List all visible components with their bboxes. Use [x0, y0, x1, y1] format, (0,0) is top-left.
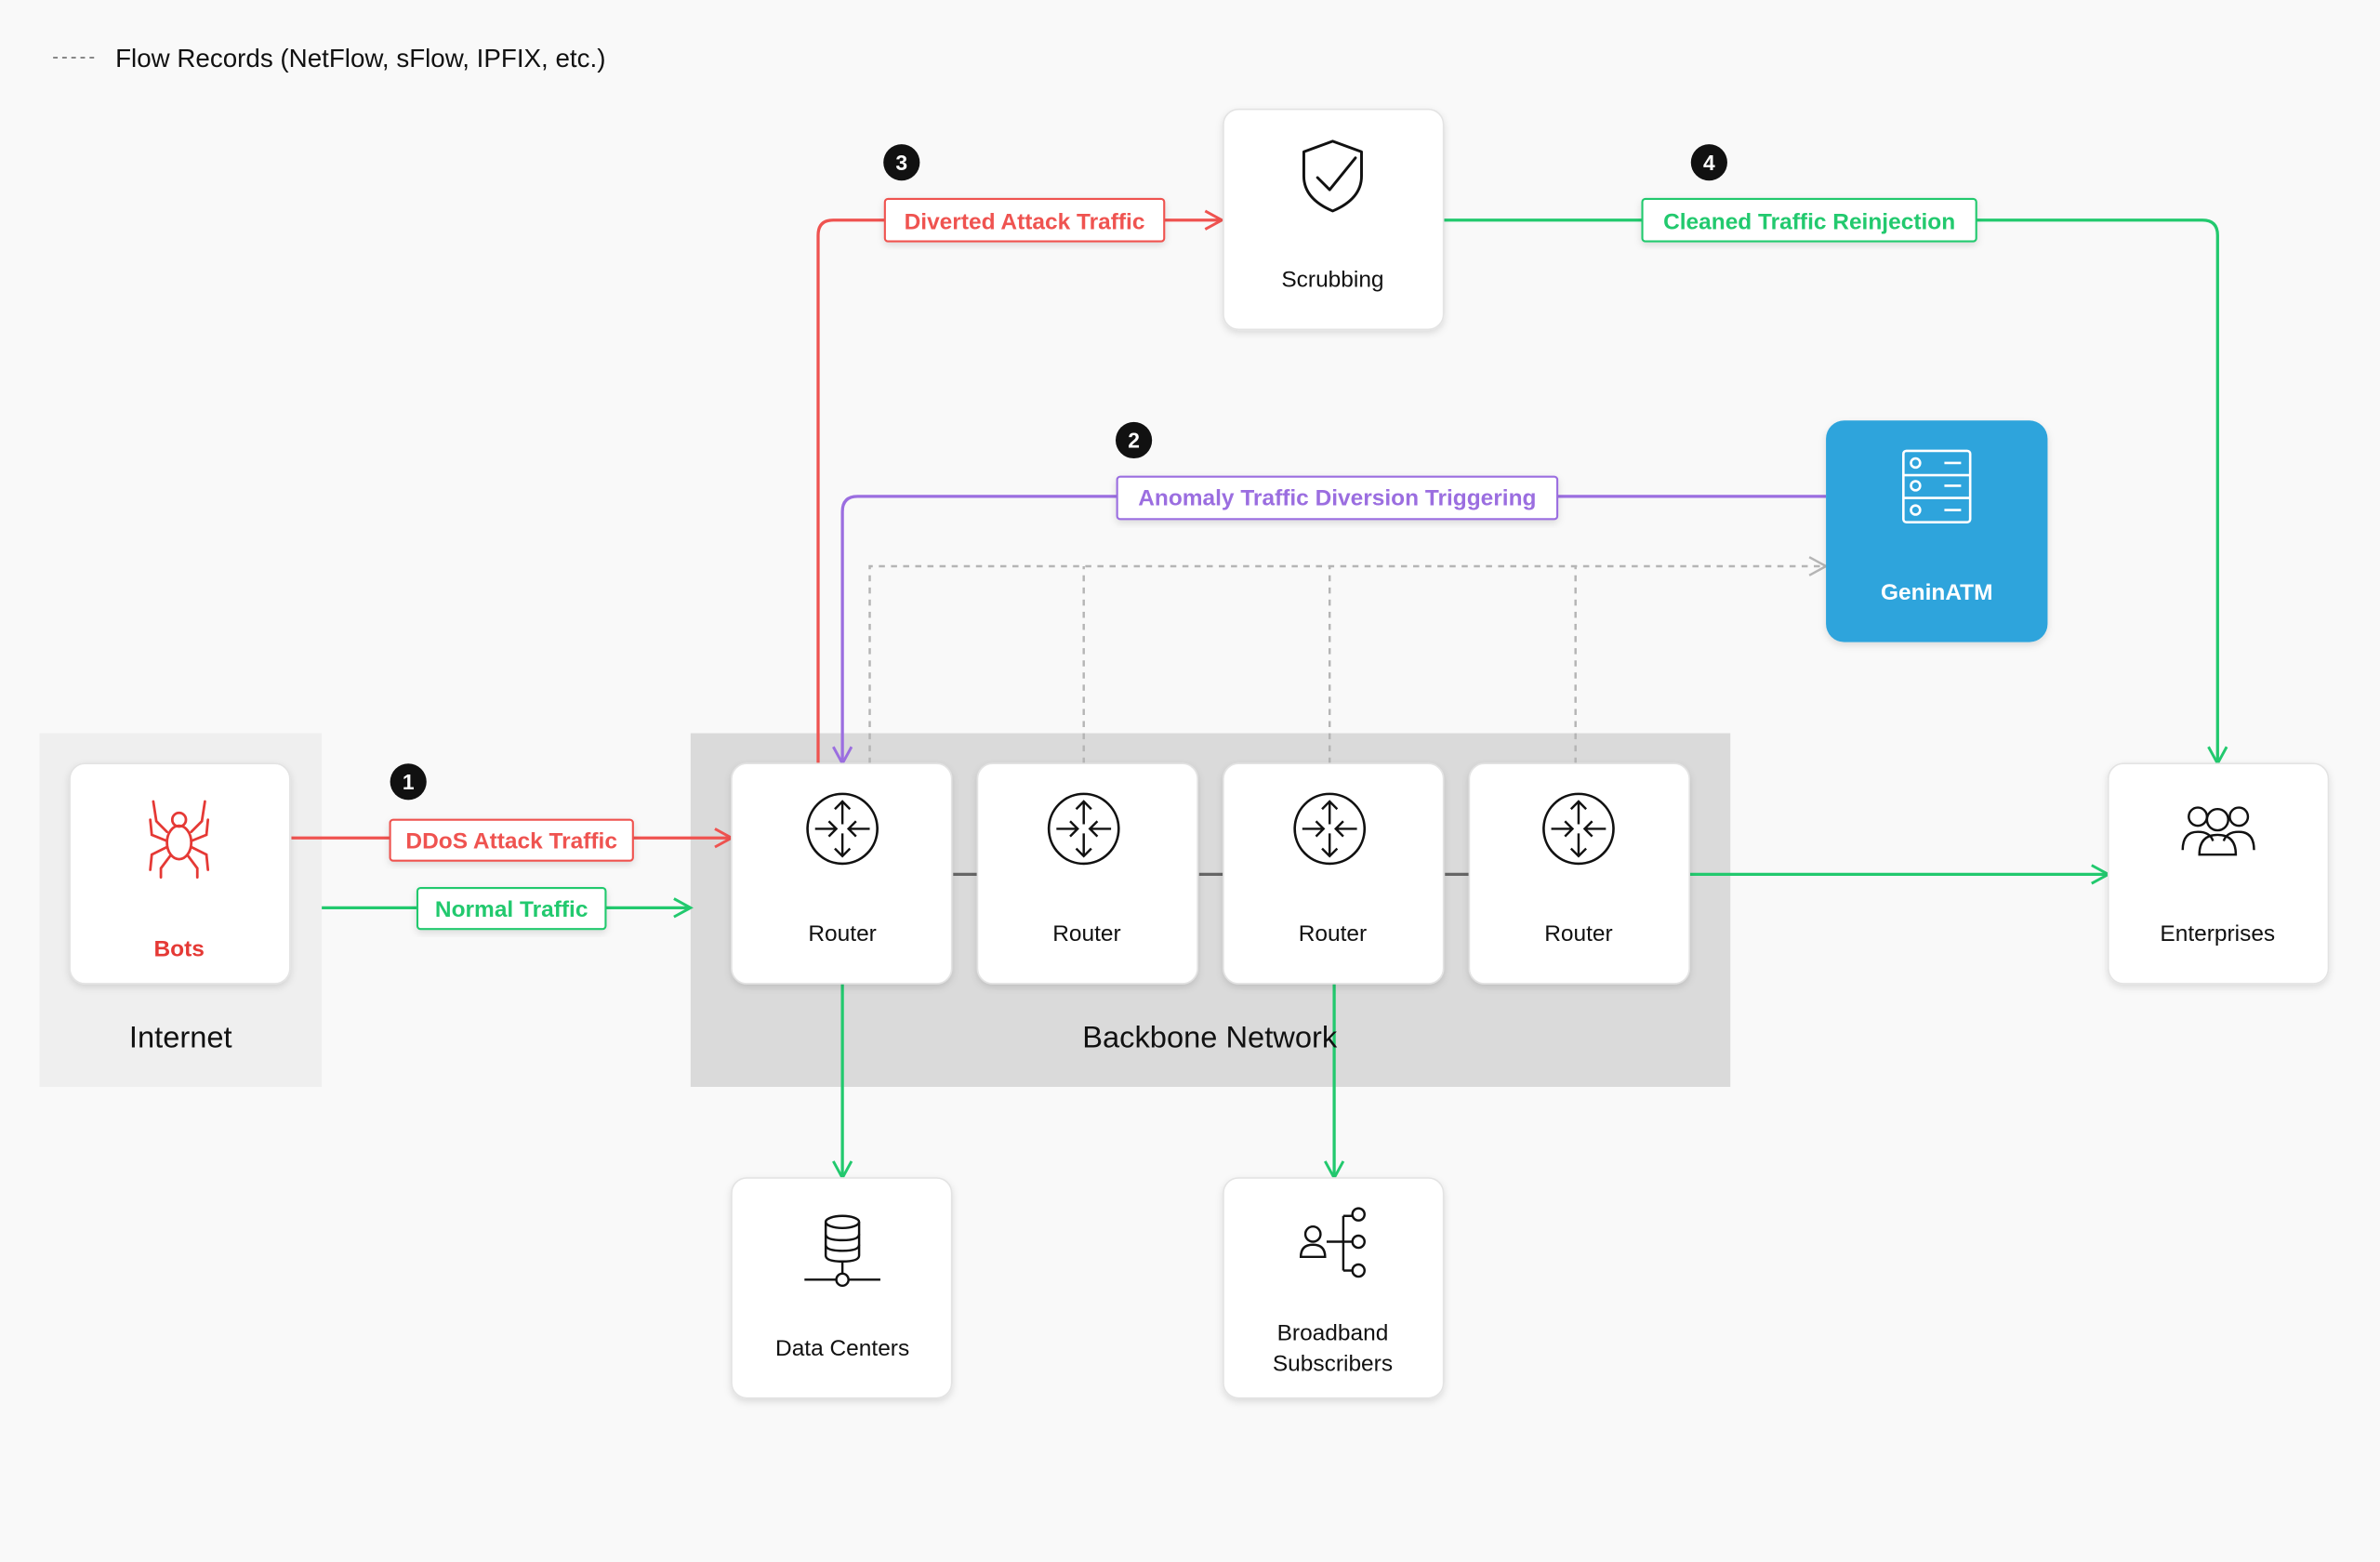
router-node-2: Router	[976, 762, 1198, 985]
diverted-flow-text: Diverted Attack Traffic	[905, 210, 1145, 235]
normal-flow-text: Normal Traffic	[435, 897, 588, 922]
router-label: Router	[808, 921, 876, 946]
enterprises-node: Enterprises	[2107, 762, 2330, 985]
legend-label: Flow Records (NetFlow, sFlow, IPFIX, etc…	[115, 44, 605, 73]
cleaned-flow-label: Cleaned Traffic Reinjection	[1641, 197, 1977, 243]
ddos-flow-text: DDoS Attack Traffic	[405, 829, 617, 854]
geninatm-label: GeninATM	[1881, 580, 1993, 605]
diverted-flow-label: Diverted Attack Traffic	[883, 197, 1166, 243]
ddos-flow-label: DDoS Attack Traffic	[389, 818, 634, 862]
broadband-node: Broadband Subscribers	[1223, 1177, 1445, 1399]
router-label: Router	[1052, 921, 1120, 946]
database-icon	[804, 1214, 880, 1288]
data-centers-label: Data Centers	[775, 1336, 909, 1361]
anomaly-flow-line	[832, 495, 1827, 767]
bots-node: Bots	[69, 762, 291, 985]
backbone-region-label: Backbone Network	[1082, 1020, 1338, 1054]
enterprises-label: Enterprises	[2160, 921, 2275, 946]
anomaly-flow-text: Anomaly Traffic Diversion Triggering	[1138, 486, 1536, 511]
step-badge-2: 2	[1115, 421, 1153, 459]
step-badge-3: 3	[883, 144, 920, 181]
normal-flow-label: Normal Traffic	[416, 887, 607, 931]
router-node-3: Router	[1223, 762, 1445, 985]
shield-check-icon	[1302, 139, 1363, 213]
anomaly-flow-label: Anomaly Traffic Diversion Triggering	[1116, 475, 1559, 521]
group-icon	[2181, 806, 2255, 856]
scrubbing-label: Scrubbing	[1281, 268, 1383, 293]
broadband-label-line1: Broadband	[1277, 1321, 1389, 1346]
broadband-label-line2: Subscribers	[1273, 1351, 1393, 1376]
internet-region-label: Internet	[129, 1020, 232, 1054]
router-label: Router	[1544, 921, 1612, 946]
cleaned-flow-line	[1443, 218, 2228, 767]
step-number: 3	[895, 151, 907, 175]
diverted-flow-line	[816, 209, 1225, 764]
router-node-1: Router	[731, 762, 953, 985]
scrubbing-node: Scrubbing	[1223, 108, 1445, 331]
cleaned-flow-text: Cleaned Traffic Reinjection	[1663, 210, 1955, 235]
network-user-icon	[1299, 1207, 1366, 1278]
step-number: 1	[403, 770, 415, 794]
bots-label: Bots	[153, 937, 204, 962]
step-number: 4	[1703, 151, 1715, 175]
server-icon	[1902, 449, 1972, 523]
spider-icon	[149, 800, 210, 880]
router-node-4: Router	[1468, 762, 1690, 985]
router-label: Router	[1299, 921, 1367, 946]
step-badge-1: 1	[390, 763, 427, 801]
step-number: 2	[1128, 429, 1140, 453]
step-badge-4: 4	[1690, 144, 1727, 181]
geninatm-node: GeninATM	[1826, 420, 2048, 642]
flow-record-line	[868, 556, 1829, 764]
data-centers-node: Data Centers	[731, 1177, 953, 1399]
